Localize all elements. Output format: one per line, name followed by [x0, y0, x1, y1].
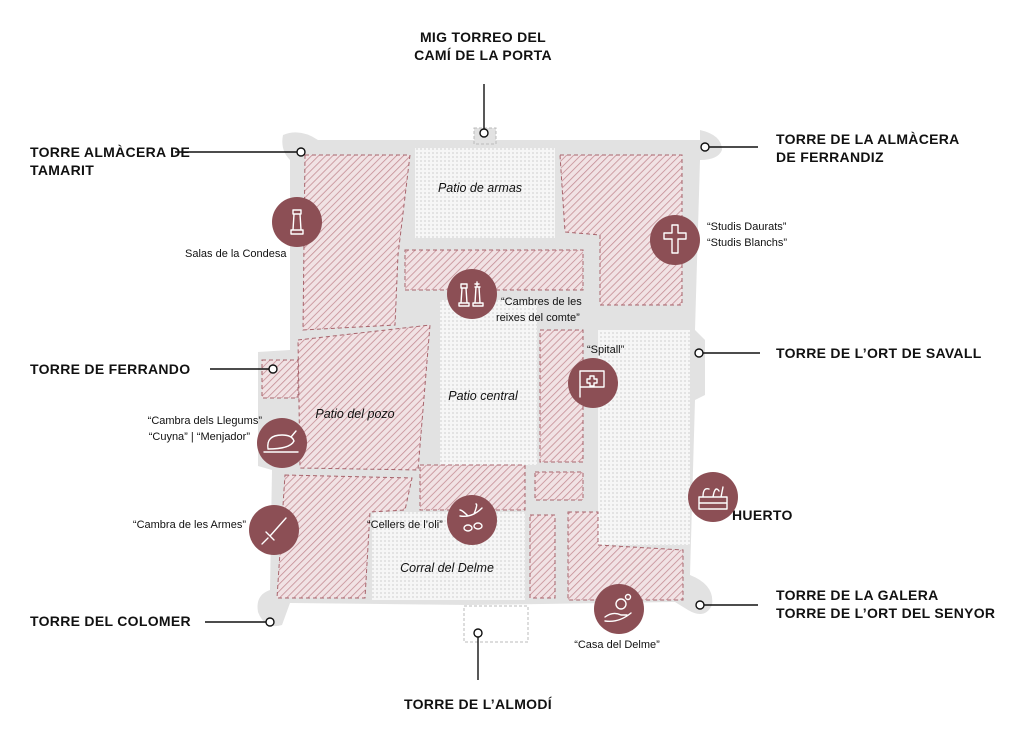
room-label-cellers: “Cellers de l’oli”: [367, 519, 443, 531]
patio-pozo-label: Patio del pozo: [315, 407, 394, 421]
room-label-condesa: Salas de la Condesa: [185, 248, 287, 260]
hospital-flag-icon: [568, 358, 618, 408]
leader-lines: [175, 84, 760, 680]
patio-central-label: Patio central: [448, 389, 519, 403]
rook-icon: [272, 197, 322, 247]
cross-icon: [650, 215, 700, 265]
room-label-studis: “Studis Daurats”“Studis Blanchs”: [707, 221, 787, 249]
patio-de-armas-area: [415, 148, 555, 238]
room-label-casa-delme: “Casa del Delme”: [574, 639, 660, 651]
corral-delme-label: Corral del Delme: [400, 561, 494, 575]
tower-label-almodi: TORRE DE L’ALMODÍ: [404, 696, 553, 712]
patio-central-area: [440, 300, 537, 465]
room-label-spitall: “Spitall”: [587, 344, 625, 356]
patio-armas-label: Patio de armas: [438, 181, 522, 195]
tower-label-savall: TORRE DE L’ORT DE SAVALL: [776, 345, 982, 361]
room-label-armes: “Cambra de les Armes”: [133, 519, 246, 531]
tower-label-colomer: TORRE DEL COLOMER: [30, 613, 191, 629]
sword-icon: [249, 505, 299, 555]
olive-branch-icon: [447, 495, 497, 545]
tower-label-ferrando: TORRE DE FERRANDO: [30, 361, 190, 377]
chess-pieces-icon: [447, 269, 497, 319]
almodi-tower-outline: [463, 605, 529, 643]
room-label-cuyna: “Cambra dels Llegums”“Cuyna” | “Menjador…: [148, 415, 263, 443]
huerto-area: [598, 330, 690, 545]
vegetable-crate-icon: [688, 472, 738, 522]
roast-chicken-icon: [257, 418, 307, 468]
huerto-label: HUERTO: [732, 507, 793, 523]
money-hand-icon: [594, 584, 644, 634]
